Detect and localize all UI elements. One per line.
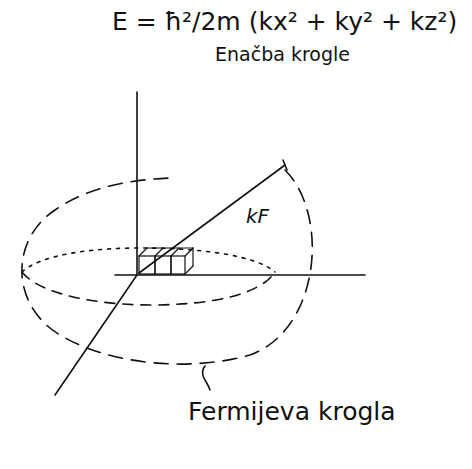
formula-note: Enačba krogle	[215, 44, 350, 65]
radius-line	[139, 165, 285, 273]
sphere-name: Fermijeva krogla	[188, 398, 396, 426]
fermi-sphere-outline	[22, 170, 312, 364]
kx-axis	[55, 275, 137, 395]
equator-back	[22, 248, 275, 272]
fermi-wavevector: kF	[246, 205, 269, 227]
radius-tick	[283, 160, 287, 170]
k-space-cells	[139, 248, 193, 274]
leader-line	[203, 366, 210, 390]
energy-formula: E = ħ²/2m (kx² + ky² + kz²)	[112, 8, 457, 36]
equator-front	[22, 272, 275, 305]
